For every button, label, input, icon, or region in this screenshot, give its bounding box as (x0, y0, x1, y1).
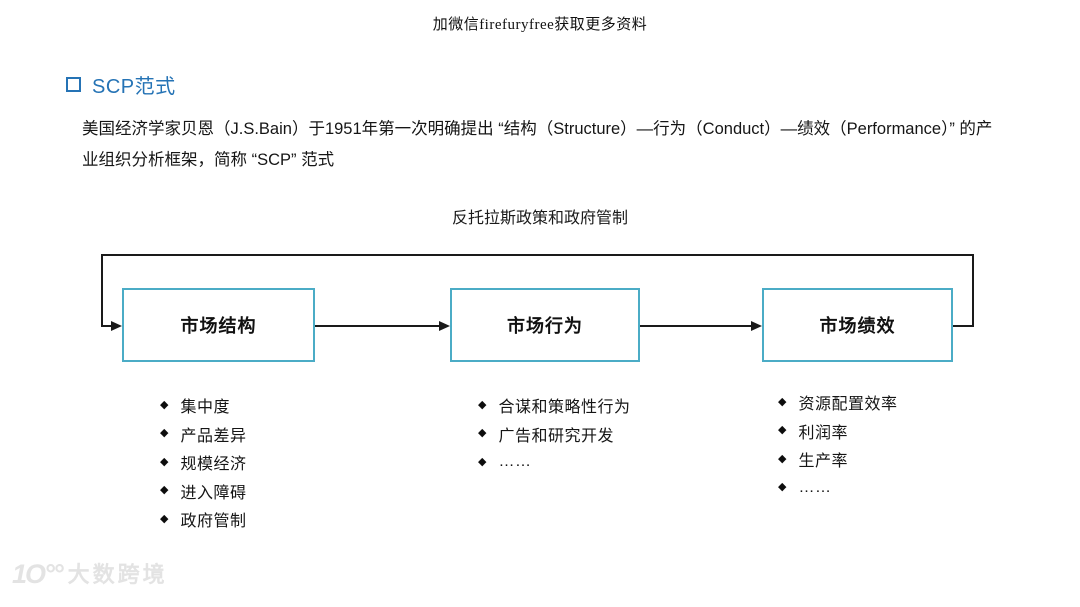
node-market-conduct: 市场行为 (450, 288, 640, 362)
list-item: ◆ 利润率 (778, 417, 897, 446)
page-title: SCP范式 (92, 76, 176, 98)
square-bullet-icon (66, 77, 81, 92)
diagram-top-label: 反托拉斯政策和政府管制 (451, 210, 628, 227)
list-item: ◆ 合谋和策略性行为 (478, 391, 630, 420)
arrow-conduct-to-performance-head (751, 321, 762, 331)
list-item: ◆ 生产率 (778, 445, 897, 474)
diamond-bullet-icon: ◆ (778, 395, 787, 408)
intro-line-2: 业组织分析框架，简称 “SCP” 范式 (82, 151, 335, 169)
footer-logo-text: 大数跨境 (67, 561, 168, 587)
diamond-bullet-icon: ◆ (778, 424, 787, 437)
node-market-structure-label: 市场结构 (180, 316, 257, 336)
dashu-logo-icon: 1O°° (12, 559, 64, 589)
arrow-structure-to-conduct-head (439, 321, 450, 331)
diamond-bullet-icon: ◆ (160, 427, 169, 440)
diamond-bullet-icon: ◆ (160, 484, 169, 497)
node-market-structure: 市场结构 (122, 288, 315, 362)
list-item: ◆ 产品差异 (160, 420, 246, 449)
diamond-bullet-icon: ◆ (778, 452, 787, 465)
factor-label: 合谋和策略性行为 (498, 399, 631, 417)
factor-label: …… (498, 453, 532, 471)
diamond-bullet-icon: ◆ (160, 398, 169, 411)
list-item: ◆ 进入障碍 (160, 477, 246, 506)
section-header: SCP范式 (66, 70, 176, 99)
factor-label: 产品差异 (180, 427, 247, 445)
node-market-performance: 市场绩效 (762, 288, 953, 362)
intro-paragraph: 美国经济学家贝恩（J.S.Bain）于1951年第一次明确提出 “结构（Stru… (82, 114, 1012, 176)
list-item: ◆ 规模经济 (160, 448, 246, 477)
diamond-bullet-icon: ◆ (778, 481, 787, 494)
factor-label: 进入障碍 (180, 484, 247, 502)
list-item: ◆ 资源配置效率 (778, 388, 897, 417)
factor-label: …… (798, 478, 832, 496)
conduct-factor-list: ◆ 合谋和策略性行为 ◆ 广告和研究开发 ◆ …… (478, 391, 630, 477)
list-item: ◆ 集中度 (160, 391, 246, 420)
list-item: ◆ …… (778, 474, 897, 503)
factor-label: 规模经济 (180, 456, 247, 474)
factor-label: 政府管制 (180, 513, 247, 531)
diamond-bullet-icon: ◆ (478, 427, 487, 440)
list-item: ◆ …… (478, 448, 630, 477)
factor-label: 广告和研究开发 (498, 427, 614, 445)
node-market-performance-label: 市场绩效 (819, 316, 896, 336)
factor-label: 生产率 (798, 453, 848, 471)
performance-factor-list: ◆ 资源配置效率 ◆ 利润率 ◆ 生产率 ◆ …… (778, 388, 897, 502)
diamond-bullet-icon: ◆ (160, 512, 169, 525)
intro-line-1: 美国经济学家贝恩（J.S.Bain）于1951年第一次明确提出 “结构（Stru… (82, 120, 993, 138)
structure-factor-list: ◆ 集中度 ◆ 产品差异 ◆ 规模经济 ◆ 进入障碍 ◆ 政府管制 (160, 391, 246, 534)
top-watermark-text: 加微信firefuryfree获取更多资料 (432, 17, 648, 33)
factor-label: 资源配置效率 (798, 396, 898, 414)
feedback-loop-arrowhead (111, 321, 122, 331)
factor-label: 利润率 (798, 424, 848, 442)
footer-logo: 1O°° 大数跨境 (12, 561, 168, 588)
node-market-conduct-label: 市场行为 (507, 316, 583, 336)
factor-label: 集中度 (180, 399, 230, 417)
list-item: ◆ 广告和研究开发 (478, 420, 630, 449)
diamond-bullet-icon: ◆ (478, 398, 487, 411)
diamond-bullet-icon: ◆ (478, 455, 487, 468)
diamond-bullet-icon: ◆ (160, 455, 169, 468)
list-item: ◆ 政府管制 (160, 505, 246, 534)
